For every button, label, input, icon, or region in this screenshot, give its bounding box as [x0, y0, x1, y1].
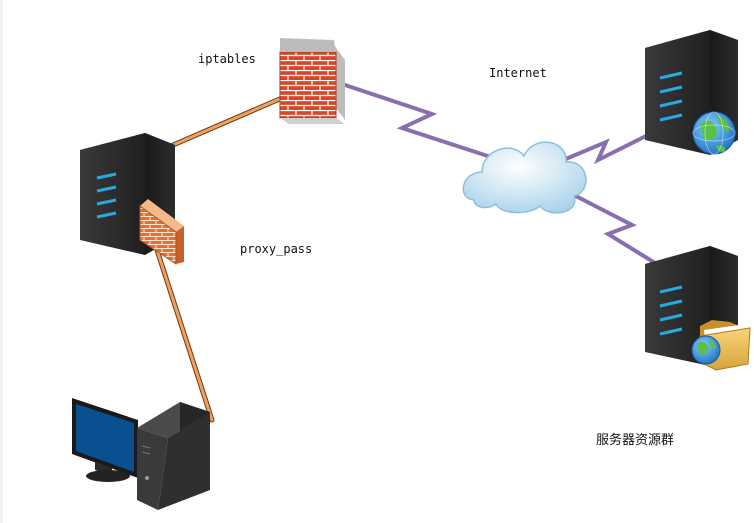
local-firewall-icon — [139, 199, 184, 265]
firewall-icon — [279, 38, 345, 124]
web-server-icon — [645, 30, 738, 155]
iptables-label: iptables — [198, 52, 256, 66]
page-ruler — [0, 0, 3, 523]
wan-link-firewall-to-cloud — [341, 82, 501, 162]
globe-icon — [691, 335, 721, 365]
tower-icon — [137, 402, 210, 510]
globe-icon — [692, 111, 736, 155]
wan-link-cloud-to-web-server — [534, 126, 663, 174]
file-server-icon — [645, 246, 751, 371]
proxy-pass-label: proxy_pass — [240, 242, 313, 256]
cloud-icon — [462, 141, 587, 214]
wan-link-cloud-to-file-server — [567, 190, 662, 268]
monitor-icon — [72, 398, 138, 482]
internet-label: Internet — [489, 66, 547, 80]
server-led-strip — [659, 285, 683, 336]
server-cluster-label: 服务器资源群 — [596, 433, 675, 448]
client-pc-icon — [72, 398, 210, 510]
server-led-strip — [96, 172, 117, 219]
server-led-strip — [659, 71, 683, 122]
